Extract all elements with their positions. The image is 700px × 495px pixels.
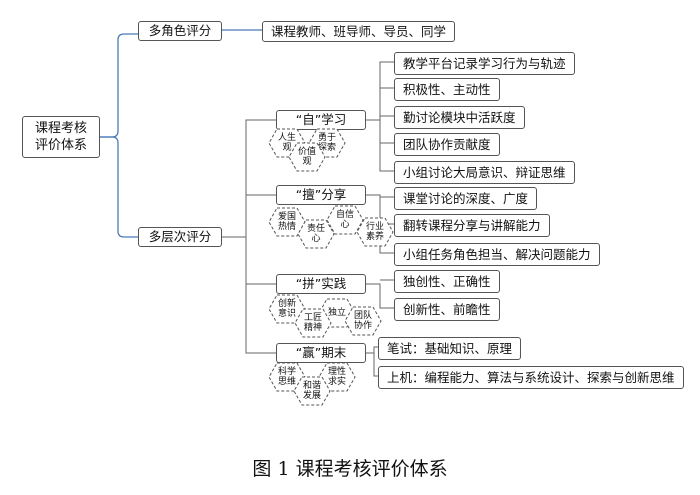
connector-level-final (245, 284, 276, 354)
connector-self-items (366, 61, 394, 172)
connector-level-practice (245, 237, 276, 285)
hexagon-label: 团队 协作 (353, 311, 372, 331)
multi-level-node: 多层次评分 (138, 227, 222, 247)
hexagon-self-3: 价值 观 (288, 142, 326, 172)
hexagon-label: 行业 素养 (365, 222, 384, 242)
connector-final-items (366, 346, 378, 377)
self-item-5: 小组讨论大局意识、辩证思维 (394, 161, 575, 184)
share-item-1: 课堂讨论的深度、广度 (394, 187, 538, 210)
hexagon-label: 理性 求实 (327, 367, 346, 387)
hexagon-practice-3: 工匠 精神 (294, 308, 332, 338)
hexagon-share-1: 爱国 热情 (268, 207, 306, 237)
connector-level-self (222, 119, 276, 238)
hexagon-label: 工匠 精神 (303, 313, 322, 333)
multi-role-node: 多角色评分 (138, 21, 222, 41)
hexagon-label: 人生 观 (277, 133, 296, 153)
root-line-1: 课程考核 (34, 121, 87, 136)
final-item-1: 笔试：基础知识、原理 (378, 337, 522, 360)
level-title-practice: “拼”实践 (276, 274, 366, 294)
multi-role-detail: 课程教师、班导师、导员、同学 (262, 21, 456, 42)
hexagon-label: 责任 心 (306, 224, 325, 244)
level-title-final: “赢”期末 (276, 343, 366, 363)
level-title-self: “自”学习 (276, 110, 366, 130)
connector-root-multi-level (100, 136, 138, 238)
hexagon-share-4: 行业 素养 (356, 217, 394, 247)
connector-root-multi-role (100, 33, 138, 138)
hexagon-share-2: 自信 心 (326, 205, 364, 235)
hexagon-label: 爱国 热情 (277, 212, 296, 232)
practice-item-2: 创新性、前瞻性 (394, 298, 500, 321)
self-item-1: 教学平台记录学习行为与轨迹 (394, 52, 575, 75)
root-line-2: 评价体系 (34, 138, 87, 153)
hexagon-label: 价值 观 (297, 147, 316, 167)
self-item-3: 勤讨论模块中活跃度 (394, 106, 525, 129)
hexagon-label: 独立 (327, 308, 346, 318)
self-item-2: 积极性、主动性 (394, 78, 500, 101)
hexagon-practice-4: 团队 协作 (344, 306, 382, 336)
share-item-3: 小组任务角色担当、解决问题能力 (394, 243, 600, 266)
hexagon-label: 勇于 探索 (317, 133, 336, 153)
level-title-share: “擅”分享 (276, 185, 366, 205)
hexagon-label: 和谐 发展 (302, 381, 321, 401)
hexagon-label: 自信 心 (335, 210, 354, 230)
share-item-2: 翻转课程分享与讲解能力 (394, 214, 550, 237)
hexagon-share-3: 责任 心 (297, 219, 335, 249)
self-item-4: 团队协作贡献度 (394, 133, 500, 156)
root-node: 课程考核 评价体系 (22, 116, 100, 158)
hexagon-final-3: 和谐 发展 (293, 376, 331, 406)
figure-caption: 图 1 课程考核评价体系 (252, 458, 448, 480)
hexagon-label: 创新 意识 (277, 299, 296, 319)
connector-practice-items (366, 279, 394, 309)
hexagon-final-2: 理性 求实 (318, 362, 356, 392)
practice-item-1: 独创性、正确性 (394, 270, 500, 293)
hexagon-label: 科学 思维 (277, 367, 296, 387)
final-item-2: 上机：编程能力、算法与系统设计、探索与创新思维 (378, 366, 684, 389)
